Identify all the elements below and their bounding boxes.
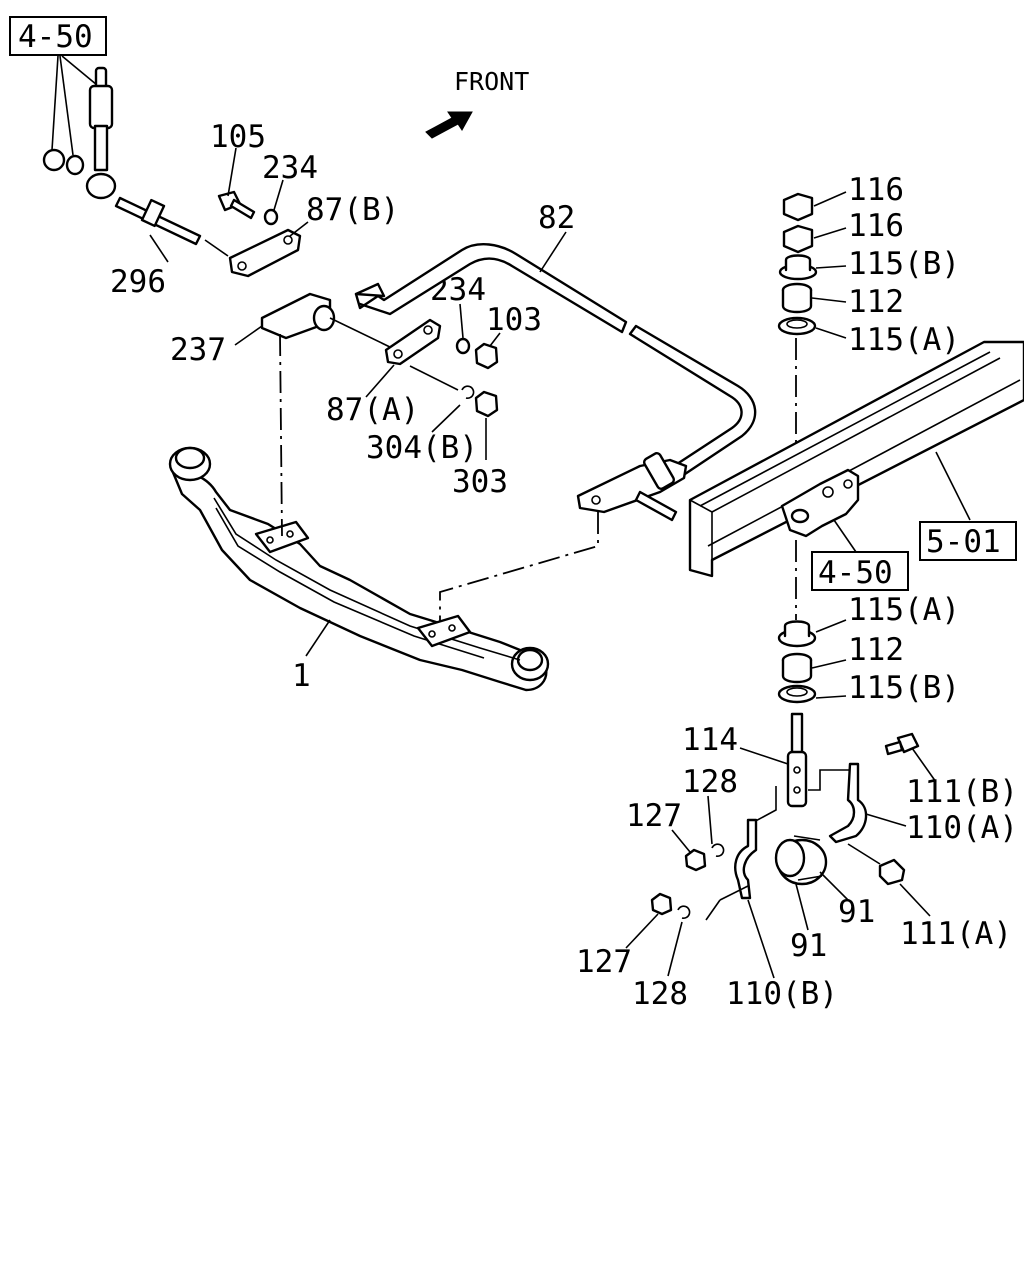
ref-box-top-left[interactable]: 4-50: [9, 16, 107, 56]
part-110b-clamp: [734, 818, 758, 900]
label-115b-top: 115(B): [848, 246, 960, 282]
frame-rail: [688, 340, 1024, 578]
label-303: 303: [452, 464, 508, 500]
part-87a-bracket: [384, 318, 442, 366]
label-112-top: 112: [848, 284, 904, 320]
label-91-a: 91: [838, 894, 875, 930]
part-110a-clamp: [828, 762, 868, 844]
label-127-lower: 127: [576, 944, 632, 980]
frame-bracket: [780, 468, 860, 538]
label-91-b: 91: [790, 928, 827, 964]
label-1: 1: [292, 658, 311, 694]
part-87b-bracket: [228, 228, 302, 278]
bottom-stack: [777, 620, 817, 704]
label-87b: 87(B): [306, 192, 399, 228]
ref-box-bracket[interactable]: 4-50: [811, 551, 909, 591]
front-label: FRONT: [454, 67, 529, 96]
label-296: 296: [110, 264, 166, 300]
label-111a: 111(A): [900, 916, 1012, 952]
label-103: 103: [486, 302, 542, 338]
label-115a-top: 115(A): [848, 322, 960, 358]
part-91-bushing: [774, 835, 828, 886]
part-304b-ring: [461, 385, 475, 399]
ref-box-frame[interactable]: 5-01: [919, 521, 1017, 561]
label-116-b: 116: [848, 208, 904, 244]
ref-box-bracket-text: 4-50: [818, 555, 893, 591]
label-234-top: 234: [262, 150, 318, 186]
part-114-link: [786, 712, 808, 808]
ref-box-top-left-text: 4-50: [18, 19, 93, 55]
part-127-nut-lower: [650, 892, 673, 916]
label-110b: 110(B): [726, 976, 838, 1012]
part-105-bolt: [217, 190, 256, 220]
part-237-mount: [260, 292, 336, 340]
part-127-nut-upper: [684, 848, 707, 872]
label-105: 105: [210, 119, 266, 155]
part-103-nut: [474, 342, 499, 370]
label-114: 114: [682, 722, 738, 758]
part-234-washer-2: [455, 337, 471, 355]
label-304b: 304(B): [366, 430, 478, 466]
label-127-upper: 127: [626, 798, 682, 834]
part-111a-bolt: [878, 858, 906, 886]
label-87a: 87(A): [326, 392, 419, 428]
part-1-axle: [168, 446, 550, 692]
label-111b: 111(B): [906, 774, 1018, 810]
label-115a-bottom: 115(A): [848, 592, 960, 628]
part-296-pin: [114, 196, 202, 246]
ref-box-frame-text: 5-01: [926, 524, 1001, 560]
part-82-stabilizer-bar: [354, 243, 757, 522]
part-303-nut: [474, 390, 499, 418]
part-111b-bolt: [884, 732, 920, 756]
top-stack: [777, 192, 818, 336]
label-128-lower: 128: [632, 976, 688, 1012]
part-128-ring-upper: [711, 843, 725, 857]
label-237: 237: [170, 332, 226, 368]
label-82: 82: [538, 200, 575, 236]
label-110a: 110(A): [906, 810, 1018, 846]
part-234-washer: [263, 208, 279, 226]
label-115b-bottom: 115(B): [848, 670, 960, 706]
front-arrow-icon: [425, 111, 473, 139]
label-112-bottom: 112: [848, 632, 904, 668]
label-116-a: 116: [848, 172, 904, 208]
shock-absorber: [42, 66, 117, 200]
label-128-upper: 128: [682, 764, 738, 800]
part-128-ring-lower: [677, 905, 691, 919]
